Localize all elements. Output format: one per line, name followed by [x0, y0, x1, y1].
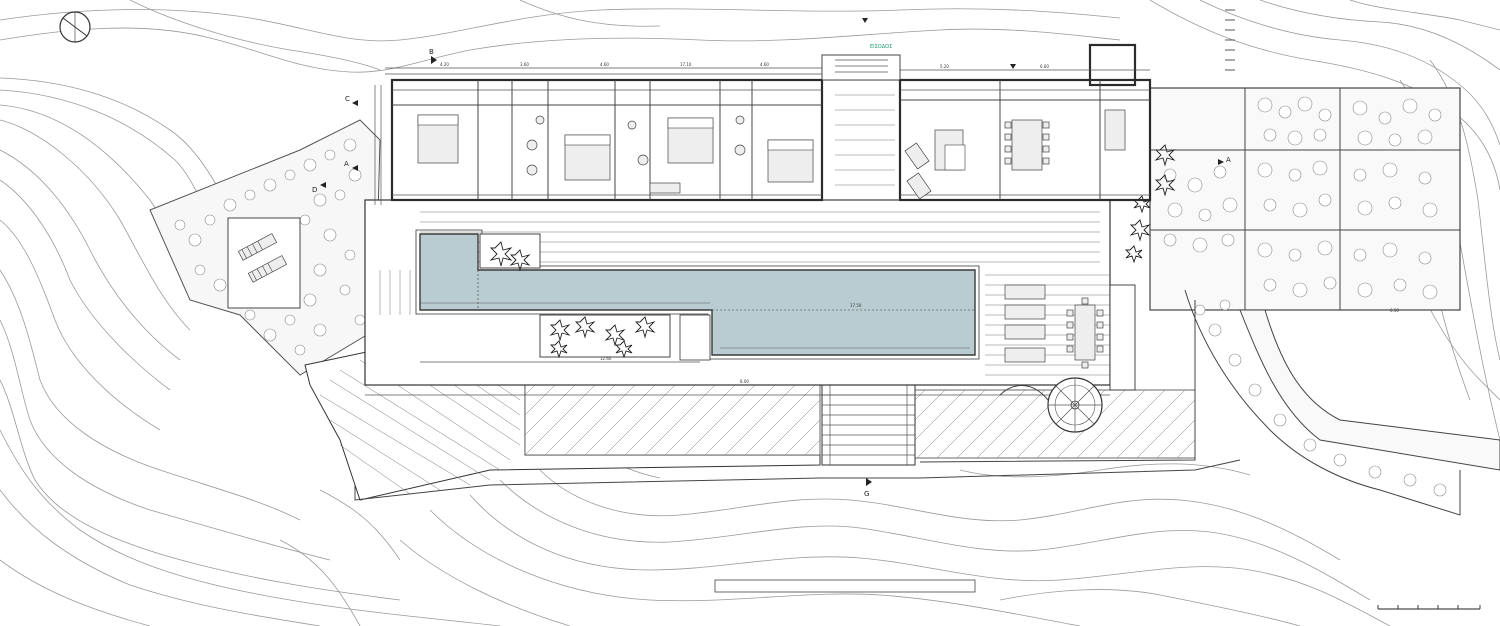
plants [489, 144, 1176, 359]
section-marker-top: B [429, 48, 437, 64]
pool-water [419, 233, 976, 356]
front-stairs [821, 384, 916, 466]
dimension-lines [365, 67, 1150, 396]
svg-text:4.60: 4.60 [760, 62, 769, 67]
spiral-staircase [999, 377, 1103, 433]
svg-text:17.10: 17.10 [680, 62, 692, 67]
reference-dashes [1225, 9, 1235, 71]
scale-bar [1377, 605, 1481, 610]
planter-upper [479, 233, 541, 269]
svg-text:B: B [429, 48, 434, 56]
svg-text:8.00: 8.00 [740, 379, 749, 384]
swimming-pool [415, 229, 980, 361]
sun-loungers-left [237, 233, 288, 283]
svg-text:6.50: 6.50 [1390, 308, 1399, 313]
bathroom-fixtures [526, 115, 746, 176]
entrance-walk [821, 54, 901, 81]
entrance-label: ΕΙΣΟΔΟΣ [870, 44, 892, 50]
deck-loungers [1004, 284, 1046, 363]
section-marker-left-d: D [312, 182, 326, 194]
section-marker-bottom: G [864, 478, 872, 498]
svg-text:4.60: 4.60 [600, 62, 609, 67]
svg-text:A: A [344, 160, 349, 168]
section-marker-left-upper: C [345, 95, 358, 106]
svg-text:3.60: 3.60 [520, 62, 529, 67]
north-arrow-icon [59, 11, 91, 43]
svg-text:5.20: 5.20 [940, 64, 949, 69]
svg-text:A: A [1226, 156, 1231, 164]
svg-text:G: G [864, 490, 869, 498]
svg-text:D: D [312, 186, 317, 194]
svg-text:17.50: 17.50 [850, 303, 862, 308]
svg-text:6.60: 6.60 [1040, 64, 1049, 69]
living-furniture [649, 109, 1126, 200]
direction-marker-top-right [1010, 64, 1016, 69]
beds [417, 114, 814, 183]
svg-text:C: C [345, 95, 350, 103]
direction-marker [862, 18, 868, 23]
section-marker-right: A [1218, 156, 1231, 165]
svg-text:12.60: 12.60 [600, 356, 612, 361]
section-marker-left-lower: A [344, 160, 358, 171]
svg-text:4.20: 4.20 [440, 62, 449, 67]
dimension-texts: 4.20 3.60 4.60 17.10 4.60 5.20 6.60 12.6… [440, 62, 1399, 384]
planter-lower [539, 314, 671, 358]
stone-patio-right [1149, 87, 1500, 516]
outdoor-dining-table [1066, 297, 1104, 369]
house-footprint: 4.20 3.60 4.60 17.10 4.60 5.20 6.60 12.6… [365, 43, 1399, 396]
title-frame [714, 579, 976, 593]
